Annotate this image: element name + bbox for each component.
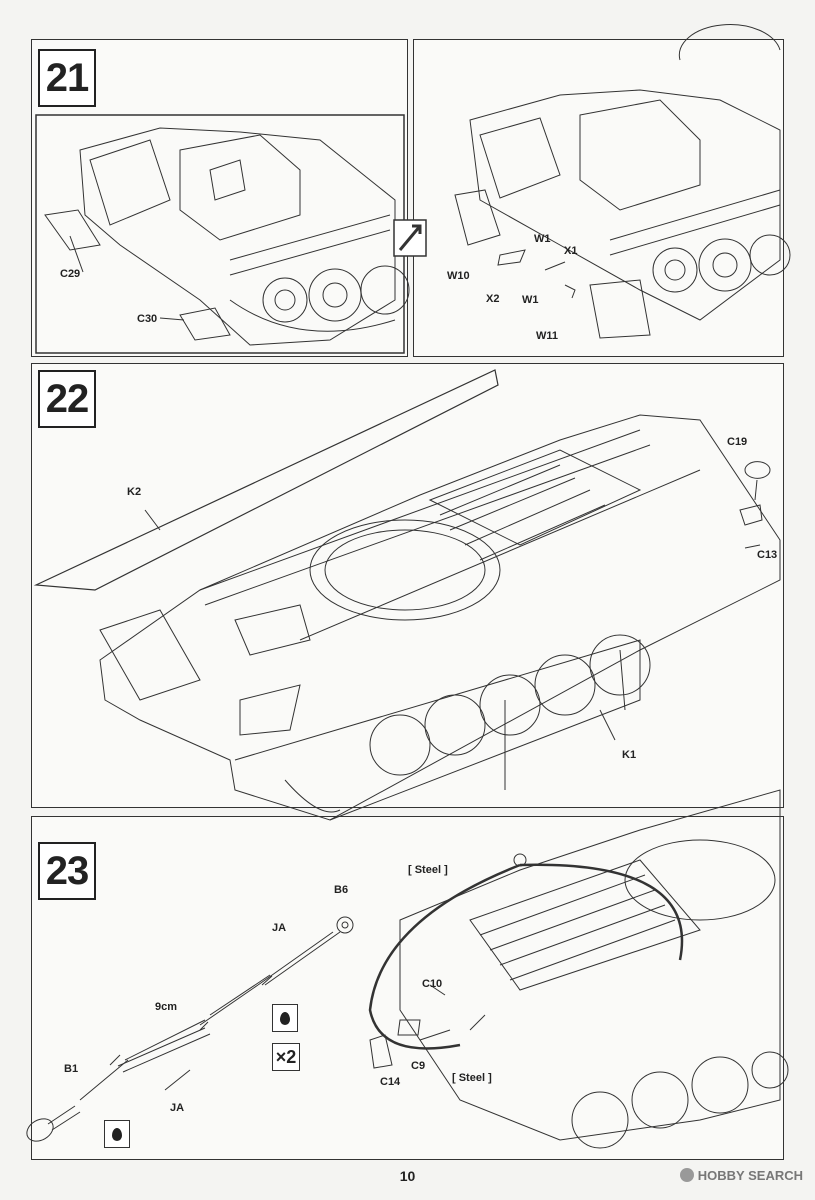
part-label-ja-top: JA: [272, 922, 287, 934]
part-label-c29: C29: [60, 268, 81, 280]
part-label-ja-bottom: JA: [170, 1102, 185, 1114]
part-label-w11: W11: [536, 330, 559, 342]
step-22-number: 22: [38, 370, 96, 428]
step-21-number: 21: [38, 49, 96, 107]
part-label-c30: C30: [137, 313, 158, 325]
part-label-c9: C9: [411, 1060, 426, 1072]
part-label-k2: K2: [127, 486, 142, 498]
paint-icon-top: [272, 1004, 298, 1032]
step-23-panel: [31, 816, 784, 1160]
part-label-x2: X2: [486, 293, 500, 305]
part-label-x1: X1: [564, 245, 578, 257]
page-number: 10: [399, 1168, 416, 1184]
part-label-k1: K1: [622, 749, 637, 761]
cable-length-label: 9cm: [155, 1001, 178, 1013]
part-label-w10: W10: [447, 270, 470, 282]
paint-icon-bottom: [104, 1120, 130, 1148]
part-label-c10: C10: [422, 978, 443, 990]
watermark-logo-icon: [679, 1168, 694, 1182]
part-label-c14: C14: [380, 1076, 401, 1088]
part-label-c19: C19: [727, 436, 748, 448]
material-label-steel-top: [ Steel ]: [408, 864, 448, 876]
quantity-badge: ×2: [272, 1043, 300, 1071]
step-21-right-panel: [413, 39, 784, 357]
part-label-b1: B1: [64, 1063, 79, 1075]
part-label-b6: B6: [334, 884, 349, 896]
part-label-w1-bottom: W1: [522, 294, 539, 306]
watermark-text: HOBBY SEARCH: [697, 1168, 803, 1183]
step-22-panel: [31, 363, 784, 808]
watermark: HOBBY SEARCH: [679, 1168, 803, 1183]
part-label-w1-top: W1: [534, 233, 551, 245]
part-label-c13: C13: [757, 549, 778, 561]
step-23-number: 23: [38, 842, 96, 900]
material-label-steel-bottom: [ Steel ]: [452, 1072, 492, 1084]
